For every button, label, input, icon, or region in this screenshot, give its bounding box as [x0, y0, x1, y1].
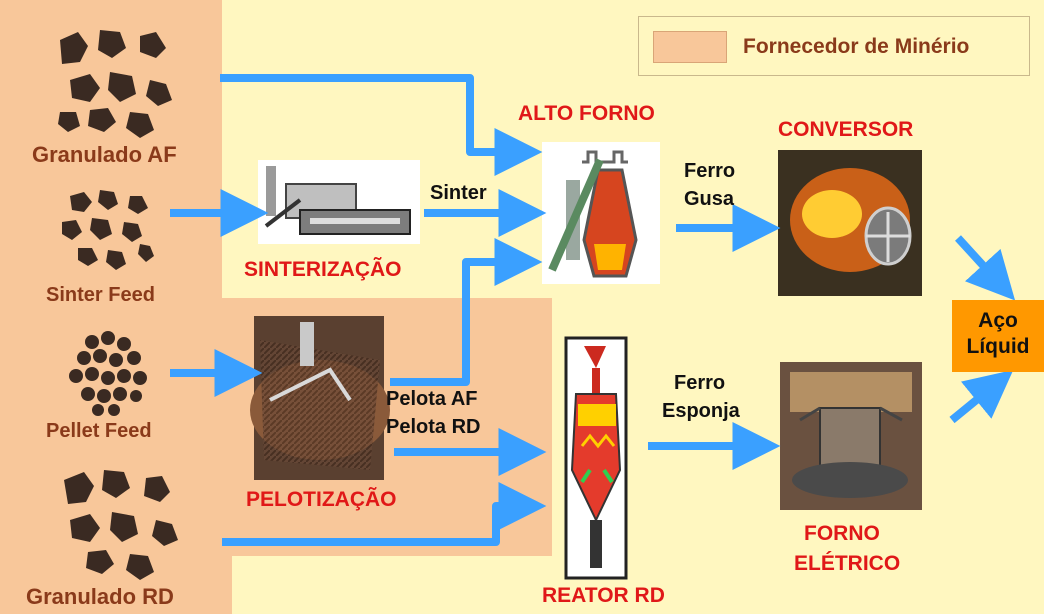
flow-label-pelota-rd: Pelota RD: [386, 416, 481, 438]
arrow-forno-eletrico-to-aco: [949, 369, 1014, 424]
arrow-granulado-rd-to-reator: [222, 482, 547, 546]
pelotizacao-image: [250, 316, 390, 480]
flow-label-ferro-esponja-1: Ferro: [674, 372, 726, 394]
legend: Fornecedor de Minério: [638, 16, 1030, 76]
conversor-image: [778, 150, 922, 296]
reator-rd-image: [564, 336, 628, 580]
flow-label-ferro-gusa-1: Ferro: [684, 160, 736, 182]
output-line1: Aço: [978, 309, 1018, 332]
ore-label-granulado-af: Granulado AF: [32, 142, 177, 167]
flow-label-ferro-gusa-2: Gusa: [684, 188, 735, 210]
ore-label-sinter-feed: Sinter Feed: [46, 284, 155, 306]
arrow-granulado-af-to-alto-forno: [220, 74, 543, 176]
flow-label-sinter: Sinter: [430, 182, 487, 204]
sinterizacao-image: [258, 160, 420, 244]
legend-swatch: [653, 31, 727, 63]
alto-forno-image: [542, 142, 660, 284]
ore-pile-granulado-rd: [64, 470, 178, 580]
ore-pile-granulado-af: [58, 30, 172, 138]
ore-pile-pellet-feed: [69, 331, 147, 416]
forno-eletrico-image: [780, 362, 922, 510]
supplier-region: [0, 0, 552, 614]
arrow-conversor-to-aco: [955, 235, 1016, 301]
process-label-pelotizacao: PELOTIZAÇÃO: [246, 488, 397, 511]
process-label-alto-forno: ALTO FORNO: [518, 102, 655, 125]
legend-label: Fornecedor de Minério: [743, 35, 970, 58]
flow-label-pelota-af: Pelota AF: [386, 388, 478, 410]
process-label-conversor: CONVERSOR: [778, 118, 914, 141]
process-label-forno: FORNO: [804, 522, 880, 545]
output-line2: Líquid: [966, 335, 1030, 358]
ore-label-pellet-feed: Pellet Feed: [46, 420, 152, 442]
output-aco-liquido: Aço Líquid: [952, 300, 1044, 372]
process-label-reator-rd: REATOR RD: [542, 584, 665, 607]
ore-label-granulado-rd: Granulado RD: [26, 584, 174, 609]
flow-label-ferro-esponja-2: Esponja: [662, 400, 740, 422]
arrow-pelotizacao-to-alto-forno: [390, 238, 543, 386]
process-label-sinterizacao: SINTERIZAÇÃO: [244, 258, 402, 281]
process-label-eletrico: ELÉTRICO: [794, 552, 901, 575]
ore-pile-sinter-feed: [62, 190, 154, 270]
